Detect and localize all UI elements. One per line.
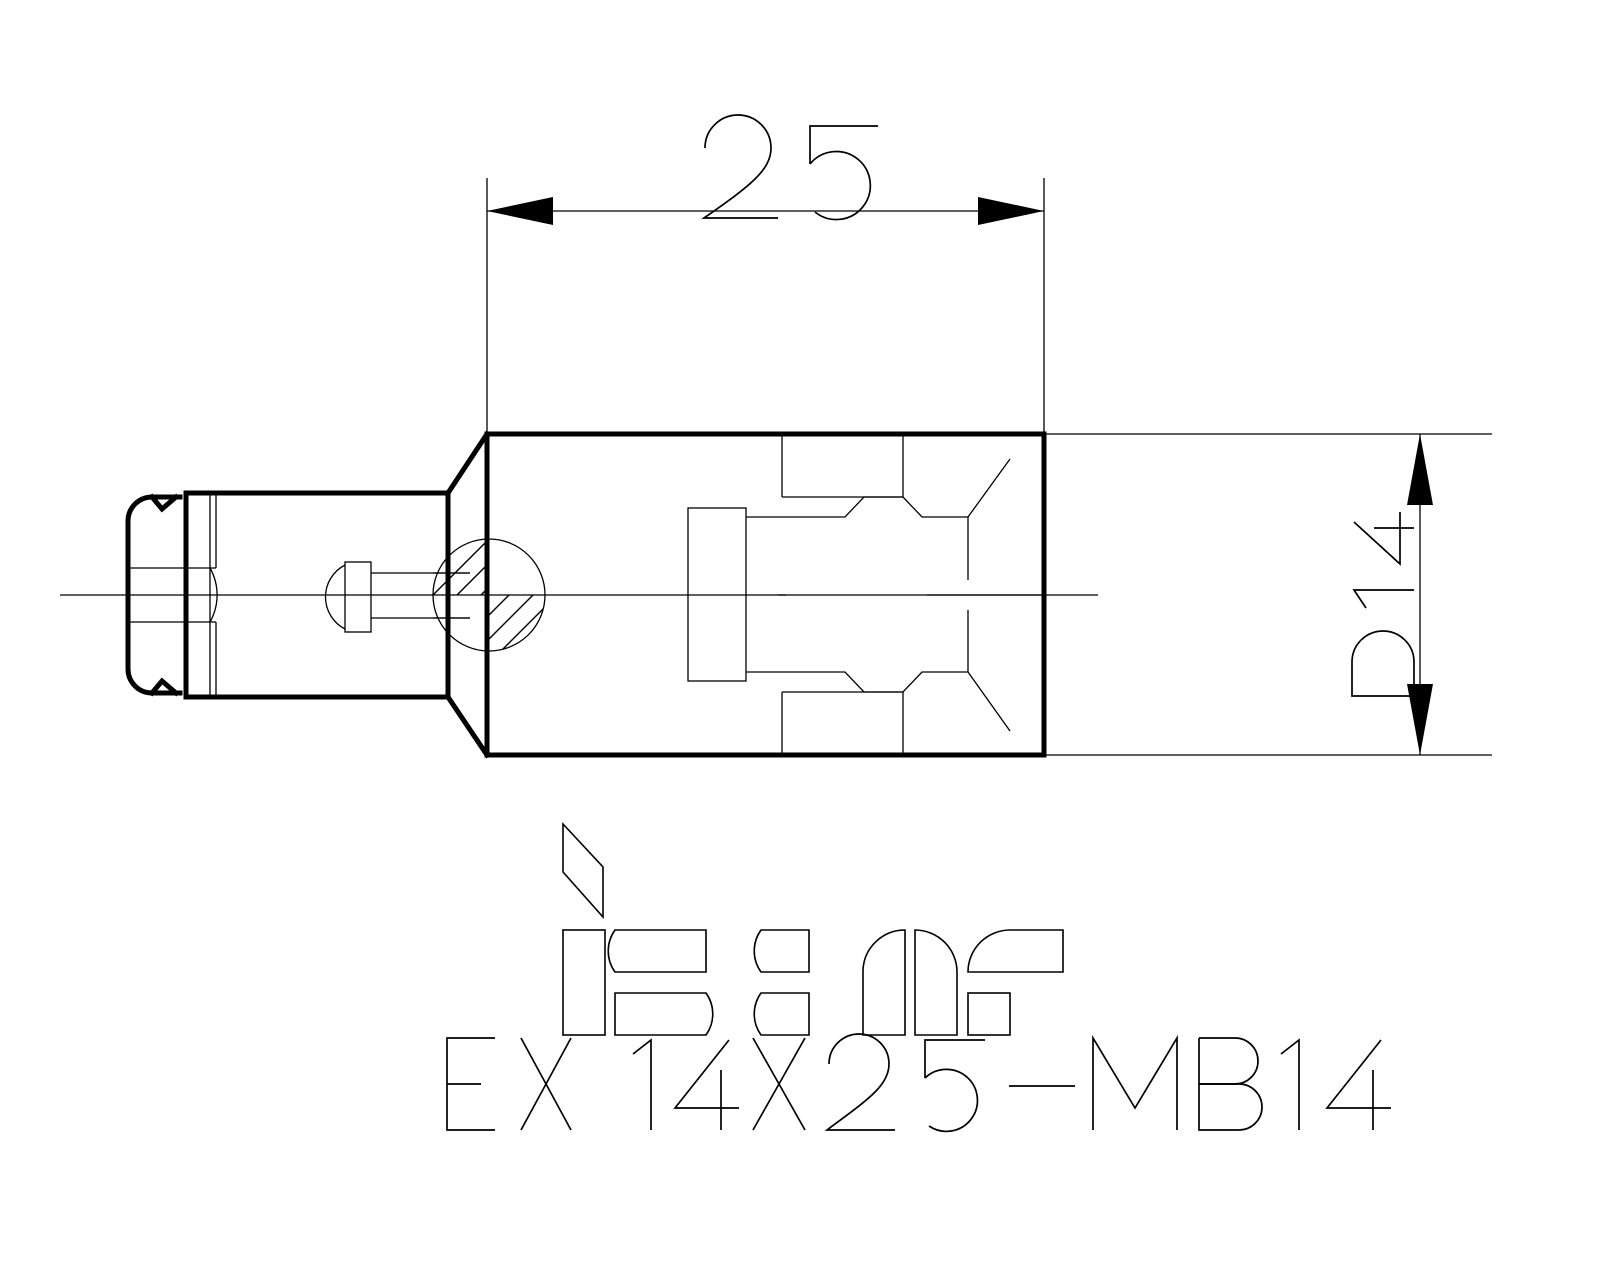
pin-head-arc [324,564,346,630]
shank-seat-arc [209,567,218,623]
logo-letter-s-top [607,929,707,973]
arrowhead-left [487,197,553,225]
logo-letter-r-stem [967,992,1011,1036]
taper-top [444,430,491,497]
dimension-25-group: 25 [486,114,1045,442]
logo-letter-s-bottom [614,992,714,1036]
part-number-text [446,1033,1391,1133]
logo-letter-c-bottom [753,992,810,1036]
shank-head-outline [125,494,183,696]
logo-letter-r-arm [967,929,1064,973]
logo-letter-a-right [914,929,958,1036]
pocket-front-block [687,507,747,682]
arrowhead-bottom [1407,684,1433,755]
hatch-upper-left [433,539,489,595]
arrowhead-top [1407,434,1433,505]
arrowhead-right [978,197,1044,225]
logo-accent-parallelogram [562,821,604,920]
logo-letter-c-top [753,929,810,973]
pocket-upper-contour [746,496,969,580]
chamfer-bottom-right [967,671,1011,732]
dimension-d14-text [1351,512,1415,697]
head-notch-bottom [148,677,180,697]
pocket-lower-contour [746,610,969,693]
dimension-25-text [701,114,878,221]
hatch-lower-right [489,595,545,651]
dimension-d14-group: D14 [1044,433,1492,756]
shank-assembly [125,430,491,759]
chamfer-top-right [967,458,1011,518]
taper-bottom [444,693,491,759]
head-notch-top [148,493,180,513]
iscar-logo: iscar [562,821,1064,1036]
logo-letter-i [562,929,606,1036]
logo-letter-a-left [862,929,906,1036]
pin-head-rect [344,561,372,633]
adapter-body [484,431,1047,758]
